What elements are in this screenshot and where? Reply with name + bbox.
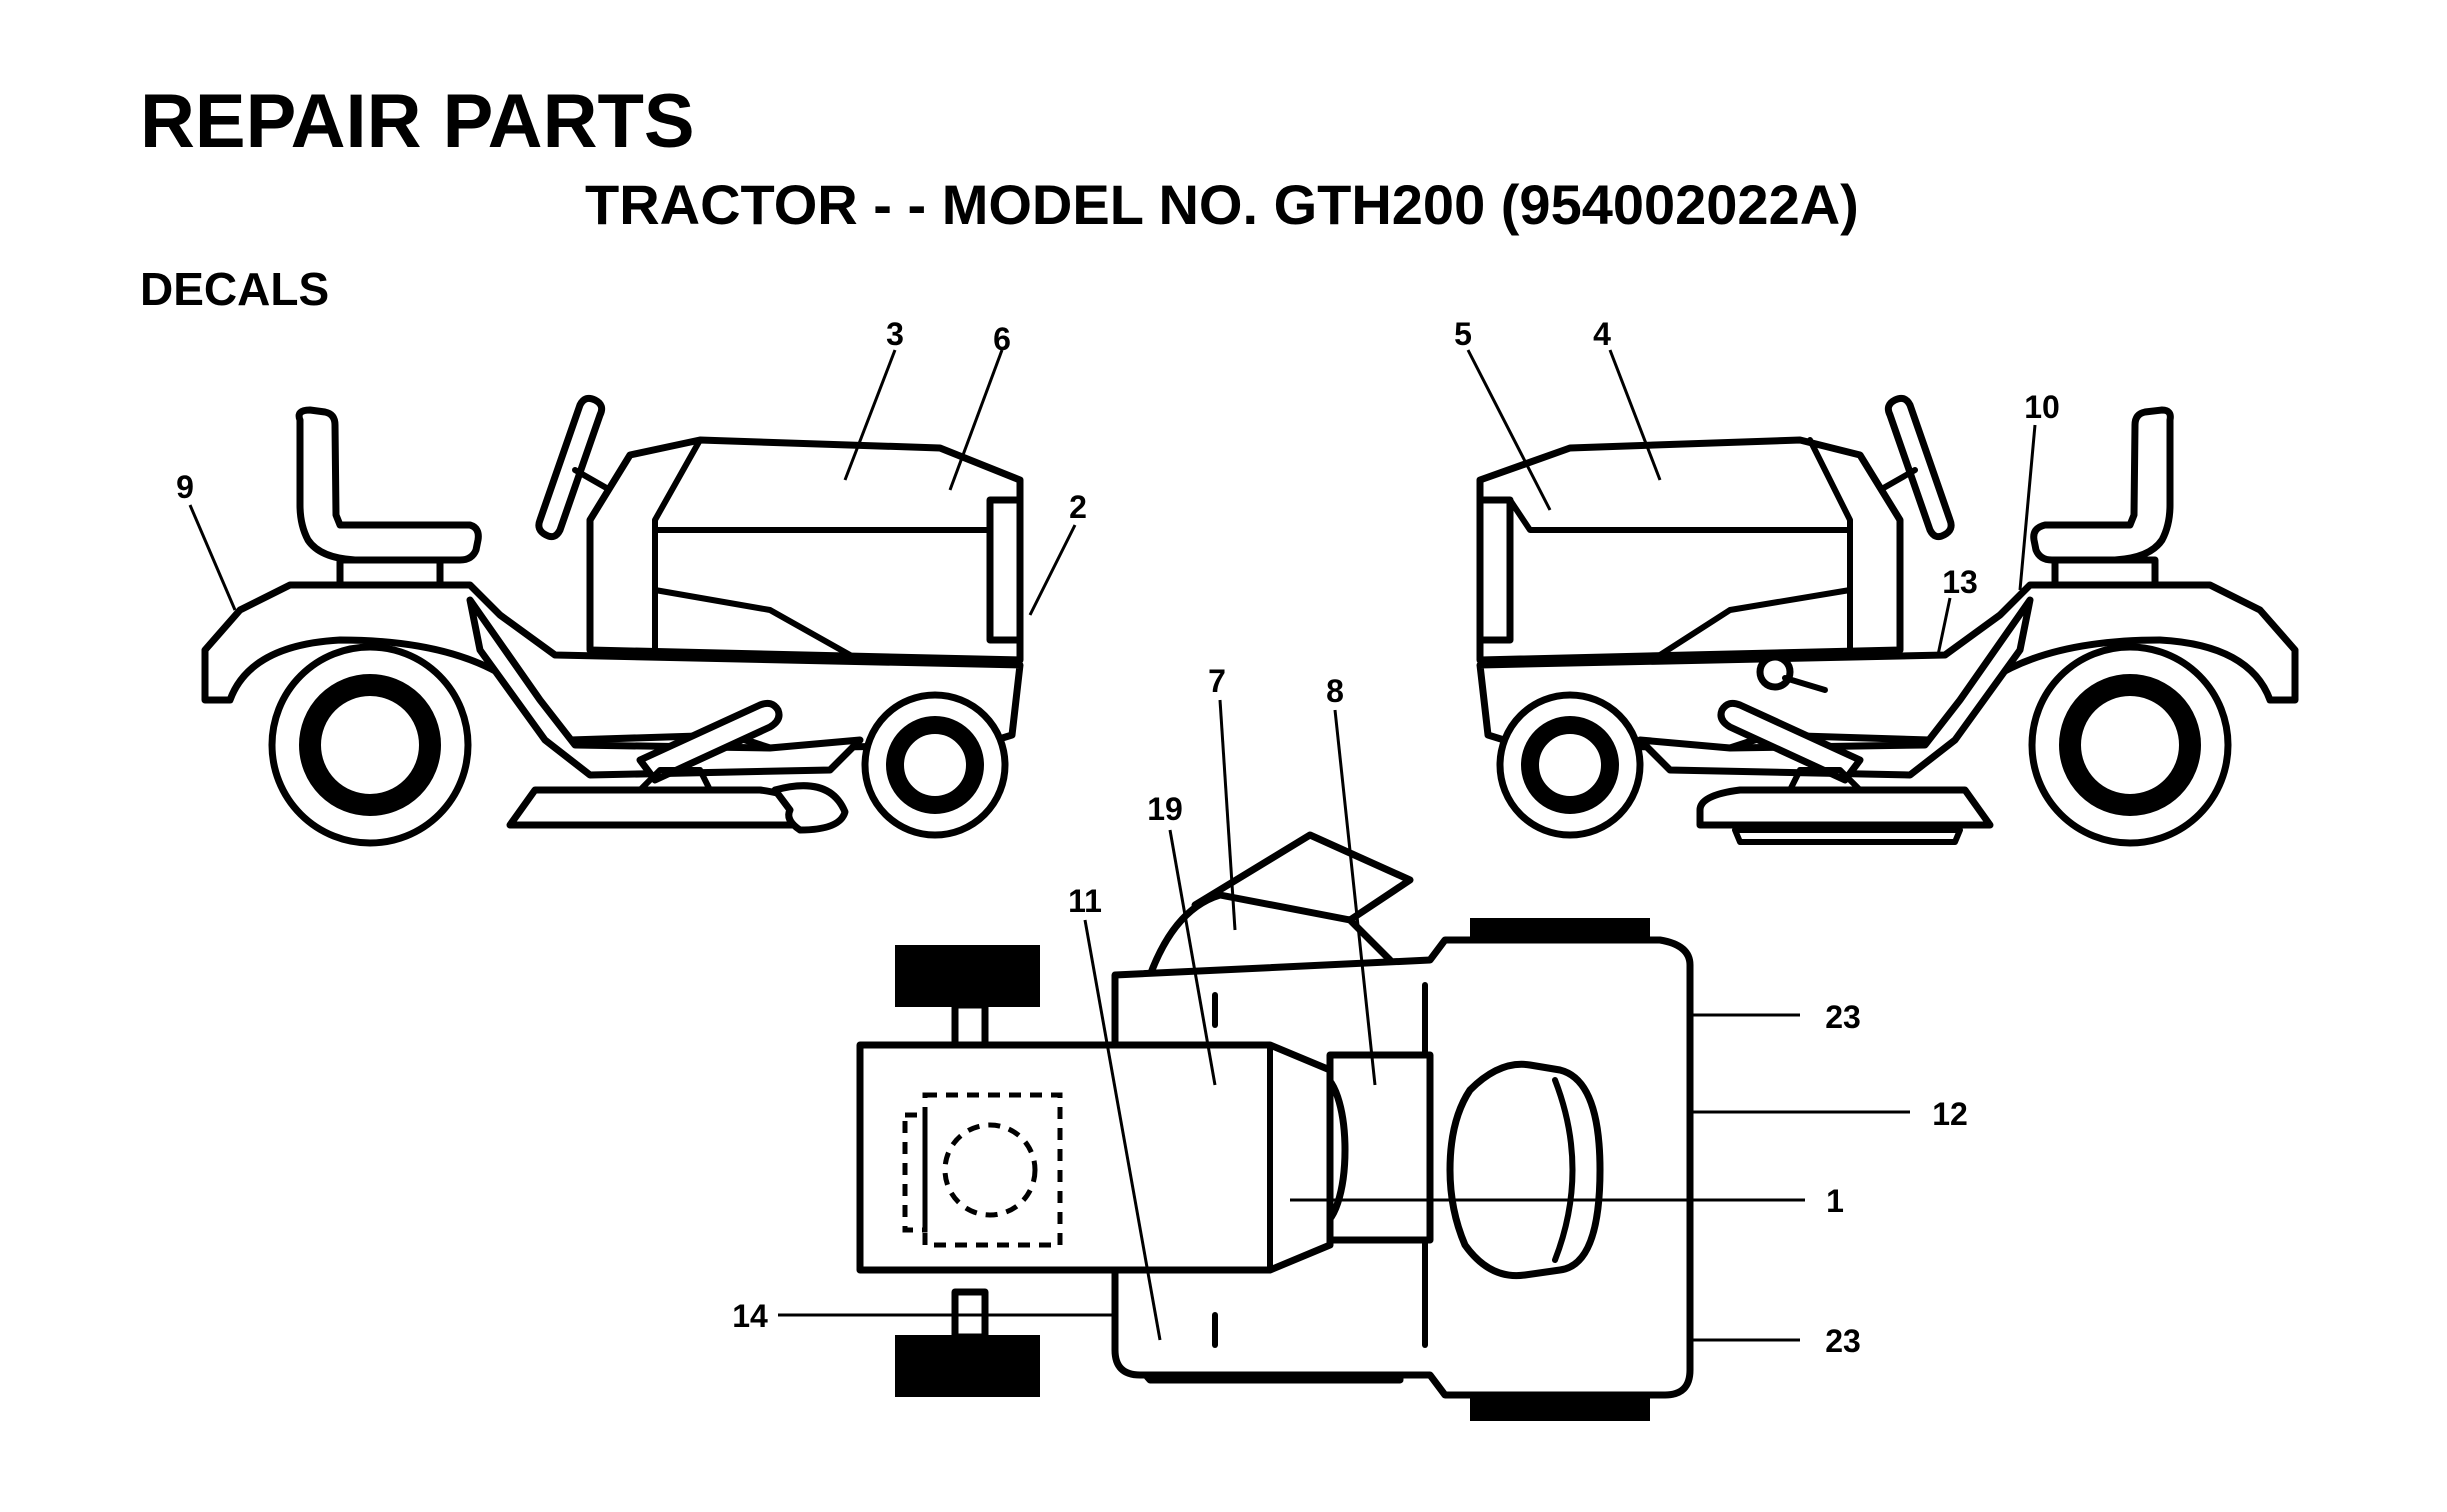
- callout-2: 2: [1069, 489, 1087, 525]
- left-hood-line: [652, 437, 703, 653]
- top-hood: [856, 1041, 1334, 1274]
- right-side-panel-line: [1657, 587, 1853, 658]
- left-rear-rim: [299, 674, 441, 816]
- right-gas-cap: [1756, 653, 1794, 691]
- right-front-rim: [1521, 716, 1619, 814]
- right-deck-hanger: [1787, 767, 1863, 793]
- model-subtitle: TRACTOR - - MODEL NO. GTH200 (954002022A…: [585, 173, 1859, 236]
- left-mower-deck: [506, 786, 804, 829]
- right-rear-rim: [2059, 674, 2201, 816]
- top-seat-back: [1552, 1077, 1576, 1263]
- right-gas-cap-handle: [1782, 675, 1828, 693]
- right-hood-line: [1807, 437, 1853, 653]
- left-front-rim: [886, 716, 984, 814]
- callout-1: 1: [1826, 1183, 1844, 1219]
- left-headlight-decal: [986, 496, 1024, 644]
- right-deck-skirt: [1732, 827, 1963, 845]
- callout-10: 10: [2024, 389, 2060, 425]
- callout-4: 4: [1593, 316, 1611, 352]
- section-heading: DECALS: [140, 263, 330, 315]
- callout-23-lower: 23: [1825, 1323, 1861, 1359]
- leader-lines: [188, 349, 2037, 1342]
- right-hood-crease: [1507, 497, 1853, 533]
- top-rear-wheel-lower: [1470, 1395, 1650, 1421]
- callout-13: 13: [1942, 564, 1978, 600]
- page-title: REPAIR PARTS: [140, 79, 695, 164]
- right-steering-column: [1877, 467, 1918, 493]
- right-lift-lever: [1717, 699, 1864, 784]
- callout-9: 9: [176, 469, 194, 505]
- right-frame: [1636, 596, 2034, 779]
- callout-14: 14: [732, 1298, 768, 1334]
- left-deck-hanger: [637, 767, 713, 793]
- callout-12: 12: [1932, 1096, 1968, 1132]
- top-front-wheel-upper: [895, 945, 1040, 1007]
- callout-8: 8: [1326, 673, 1344, 709]
- tractor-left-side-view: [201, 394, 1024, 847]
- right-headlight-decal: [1476, 496, 1514, 644]
- right-seat: [2030, 406, 2174, 564]
- right-hood: [1476, 436, 1904, 664]
- callout-19: 19: [1147, 791, 1183, 827]
- right-mower-deck: [1696, 786, 1994, 829]
- left-frame: [466, 596, 864, 779]
- callout-6: 6: [993, 321, 1011, 357]
- tractor-top-view: [856, 831, 1694, 1421]
- top-seat: [1446, 1060, 1604, 1280]
- left-discharge-chute: [771, 782, 849, 834]
- callout-23-upper: 23: [1825, 999, 1861, 1035]
- top-engine-side-outline: [902, 1112, 928, 1233]
- left-seat: [295, 406, 482, 564]
- left-rear-fender: [201, 581, 1024, 752]
- callout-3: 3: [886, 316, 904, 352]
- left-steering-wheel: [535, 394, 606, 541]
- callout-numbers: 3 6 2 9 5 4 10 13 7 8 19 11 23 12 1 23 1…: [176, 316, 2060, 1359]
- top-front-wheel-lower: [895, 1335, 1040, 1397]
- left-steering-column: [572, 467, 613, 493]
- left-side-panel-line: [652, 587, 853, 658]
- tractor-right-side-view: [1476, 394, 2299, 847]
- right-steering-wheel: [1884, 394, 1955, 541]
- right-rear-fender: [1476, 581, 2299, 752]
- callout-11: 11: [1068, 883, 1102, 919]
- callout-7: 7: [1208, 663, 1226, 699]
- left-lift-lever: [636, 699, 783, 784]
- top-engine-fan-outline: [942, 1122, 1038, 1218]
- callout-5: 5: [1454, 316, 1472, 352]
